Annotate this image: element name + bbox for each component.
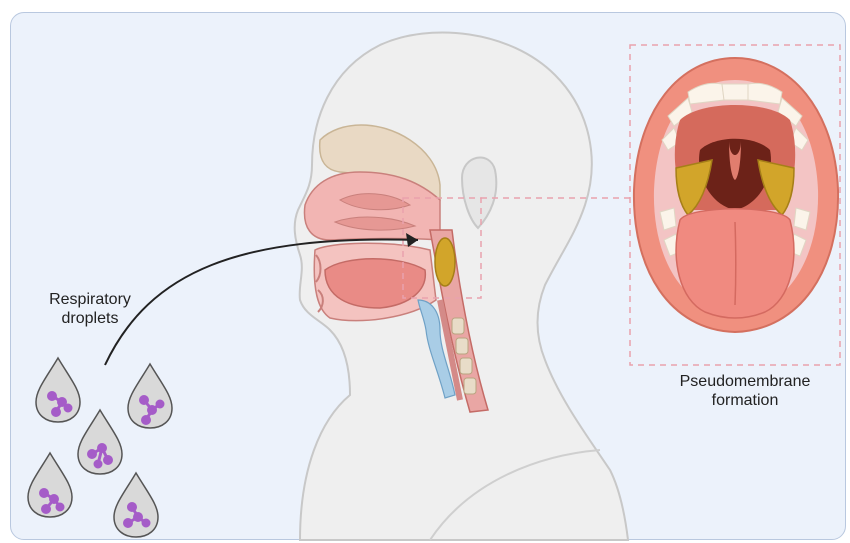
pseudomembrane-label: Pseudomembrane formation: [650, 372, 840, 410]
droplets-label: Respiratory droplets: [30, 290, 150, 328]
droplet-group: [28, 358, 172, 537]
pseudomembrane-label-line2: formation: [650, 391, 840, 410]
droplet: [114, 473, 158, 537]
pseudomembrane-patch: [435, 238, 455, 286]
droplets-label-line1: Respiratory: [30, 290, 150, 309]
droplet: [28, 453, 72, 517]
droplet: [36, 358, 80, 422]
mouth-inset: [630, 45, 840, 365]
droplets-label-line2: droplets: [30, 309, 150, 328]
droplet: [78, 410, 122, 474]
pseudomembrane-label-line1: Pseudomembrane: [650, 372, 840, 391]
droplet: [128, 364, 172, 428]
